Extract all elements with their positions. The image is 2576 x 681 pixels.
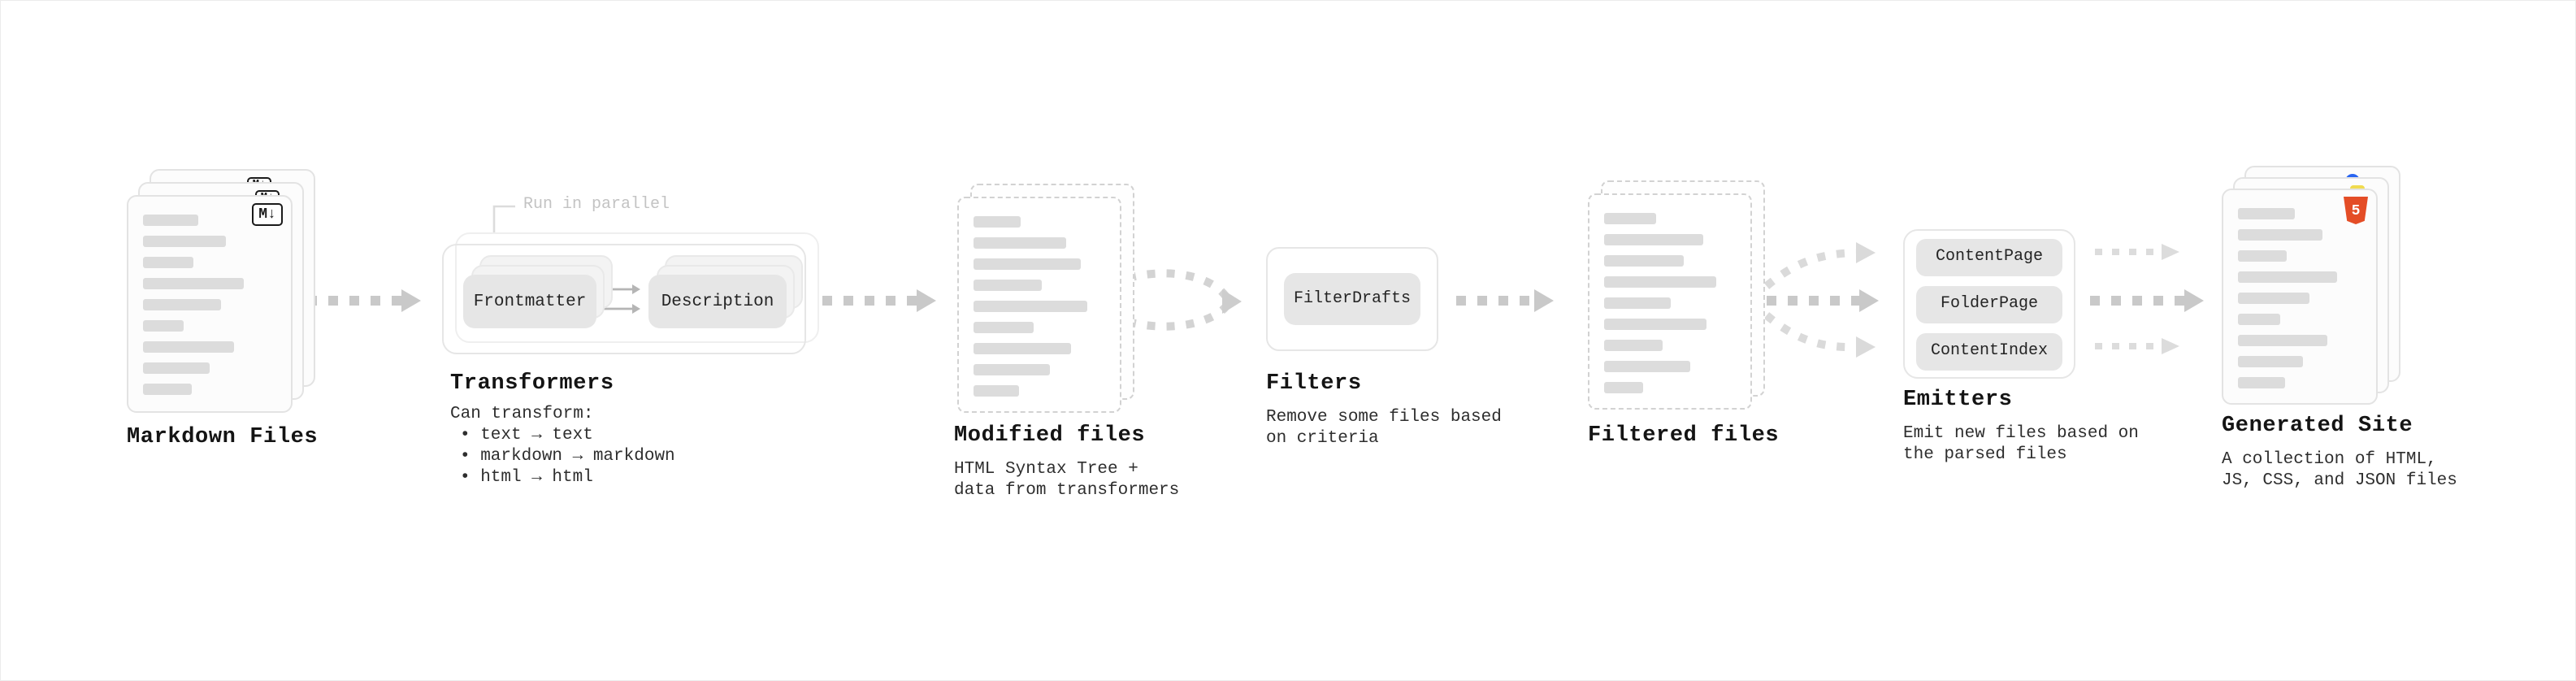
- text-line: [143, 299, 221, 310]
- arrow-modified-to-filters: [1126, 269, 1242, 331]
- text-line: [974, 258, 1082, 270]
- file-text-lines: [974, 216, 1105, 397]
- arrow-filtered-to-emitters-middle: [1767, 289, 1879, 312]
- text-line: [143, 278, 243, 289]
- desc-line: data from transformers: [954, 481, 1180, 501]
- text-line: [143, 320, 184, 332]
- text-line: [2238, 377, 2285, 388]
- desc-line: Remove some files based: [1266, 408, 1502, 427]
- filter-box-filterdrafts: FilterDrafts: [1284, 273, 1420, 325]
- text-line: [974, 237, 1066, 249]
- text-line: [1604, 319, 1707, 330]
- transformer-box-description: Description: [648, 275, 787, 328]
- stage-label-transformers: Transformers: [450, 372, 614, 397]
- text-line: [1604, 255, 1684, 267]
- text-line: [1604, 340, 1663, 351]
- stage-desc-filters: Remove some files based on criteria: [1266, 408, 1502, 450]
- markdown-icon: M↓: [252, 203, 283, 226]
- text-line: [974, 301, 1087, 312]
- text-line: [1604, 213, 1657, 224]
- arrow-filters-to-filtered: [1456, 289, 1554, 312]
- stage-label-generated-site: Generated Site: [2222, 414, 2413, 439]
- text-line: [974, 280, 1043, 291]
- text-line: [143, 384, 192, 395]
- text-line: [143, 362, 210, 374]
- file-text-lines: [143, 215, 276, 395]
- desc-line: on criteria: [1266, 429, 1379, 449]
- desc-line: • markdown → markdown: [460, 447, 675, 466]
- stage-desc-generated-site: A collection of HTML, JS, CSS, and JSON …: [2222, 450, 2457, 492]
- site-file-card-front: 5: [2222, 189, 2378, 405]
- text-line: [974, 322, 1034, 333]
- text-line: [143, 257, 194, 268]
- stage-desc-emitters: Emit new files based on the parsed files: [1903, 424, 2139, 466]
- text-line: [2238, 293, 2310, 304]
- filtered-file-card-front: [1588, 193, 1752, 410]
- arrow-filtered-to-emitters-top: [1763, 242, 1876, 289]
- desc-line: JS, CSS, and JSON files: [2222, 471, 2457, 491]
- transformer-frame-ghost: [455, 232, 819, 343]
- stage-label-emitters: Emitters: [1903, 388, 2013, 413]
- arrow-emitters-to-site-middle: [2090, 289, 2204, 312]
- transformer-box-frontmatter: Frontmatter: [463, 275, 596, 328]
- desc-line: HTML Syntax Tree +: [954, 460, 1138, 479]
- stage-label-modified-files: Modified files: [954, 424, 1146, 449]
- text-line: [2238, 250, 2288, 262]
- desc-line: the parsed files: [1903, 445, 2067, 465]
- stage-label-filtered-files: Filtered files: [1588, 424, 1780, 449]
- desc-line: • text → text: [460, 426, 593, 445]
- desc-line: Emit new files based on: [1903, 424, 2139, 444]
- text-line: [143, 215, 199, 226]
- text-line: [2238, 229, 2322, 241]
- text-line: [974, 343, 1071, 354]
- text-line: [2238, 335, 2327, 346]
- text-line: [974, 364, 1050, 375]
- text-line: [1604, 234, 1703, 245]
- emitter-box-contentindex: ContentIndex: [1916, 333, 2062, 371]
- text-line: [2238, 208, 2295, 219]
- stage-desc-modified-files: HTML Syntax Tree + data from transformer…: [954, 460, 1179, 502]
- file-text-lines: [1604, 213, 1736, 393]
- run-in-parallel-annotation: Run in parallel: [523, 197, 670, 215]
- filters-frame: [1266, 247, 1438, 351]
- text-line: [2238, 356, 2303, 367]
- html5-icon: 5: [2344, 197, 2368, 224]
- text-line: [1604, 297, 1670, 309]
- stage-label-markdown-files: Markdown Files: [127, 426, 319, 450]
- desc-line: Can transform:: [450, 405, 594, 424]
- text-line: [2238, 314, 2280, 325]
- text-line: [1604, 382, 1644, 393]
- stage-label-filters: Filters: [1266, 372, 1362, 397]
- text-line: [1604, 276, 1716, 288]
- markdown-file-card-front: M↓: [127, 195, 293, 413]
- emitter-box-folderpage: FolderPage: [1916, 286, 2062, 323]
- text-line: [974, 385, 1019, 397]
- emitters-frame: [1903, 229, 2075, 379]
- stage-desc-transformers: Can transform: • text → text • markdown …: [450, 405, 675, 489]
- run-in-parallel-connector: [492, 205, 515, 232]
- file-text-lines: [2238, 208, 2361, 388]
- text-line: [143, 341, 234, 353]
- modified-file-card-front: [957, 197, 1121, 413]
- arrow-transformers-to-modified: [822, 289, 936, 312]
- text-line: [974, 216, 1021, 228]
- arrow-emitters-to-site-top: [2095, 244, 2179, 260]
- text-line: [1604, 361, 1691, 372]
- arrow-markdown-to-transformers: [307, 289, 421, 312]
- desc-line: • html → html: [460, 468, 593, 488]
- text-line: [143, 236, 226, 247]
- transformer-frame: [442, 244, 806, 354]
- arrow-filtered-to-emitters-bottom: [1763, 312, 1876, 358]
- arrow-emitters-to-site-bottom: [2095, 338, 2179, 354]
- text-line: [2238, 271, 2337, 283]
- desc-line: A collection of HTML,: [2222, 450, 2437, 470]
- emitter-box-contentpage: ContentPage: [1916, 239, 2062, 276]
